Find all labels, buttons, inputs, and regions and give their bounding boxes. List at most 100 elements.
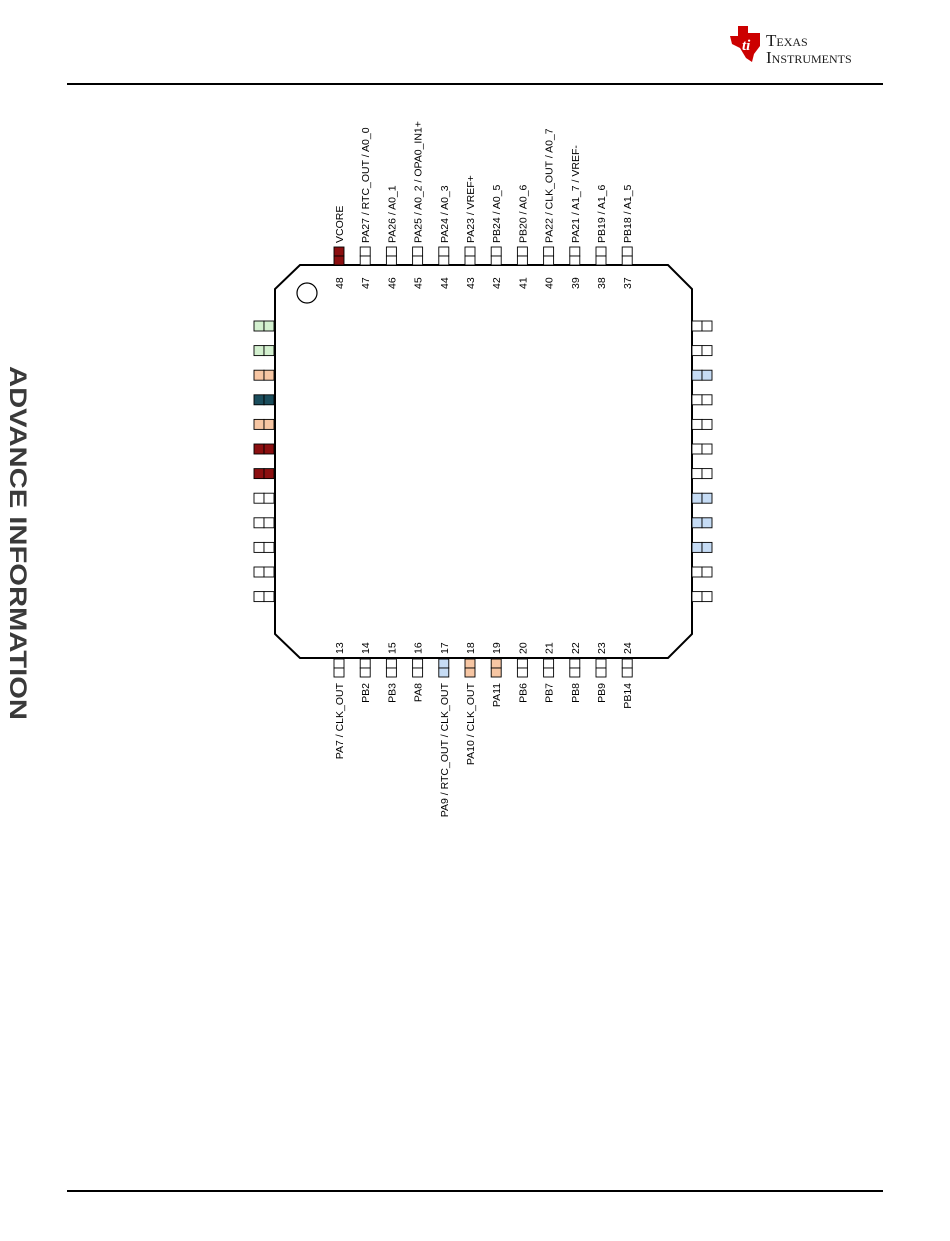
pin-number-20: 20 [517,642,529,654]
pin-23 [595,658,607,678]
left-pin-8 [253,492,275,504]
pin-13 [333,658,345,678]
pin-number-42: 42 [491,277,503,289]
pin-number-14: 14 [360,642,372,654]
pin-18 [464,658,476,678]
pin-40 [543,246,555,266]
pin1-marker-icon [296,282,318,304]
pin-number-38: 38 [596,277,608,289]
right-pin-7 [691,468,713,480]
left-pin-9 [253,517,275,529]
pin-16 [412,658,424,678]
pin-number-44: 44 [439,277,451,289]
right-pin-12 [691,591,713,603]
right-pin-10 [691,541,713,553]
advance-information-watermark: ADVANCE INFORMATION [6,366,32,722]
pin-label-37: PB18 / A1_5 [622,184,634,243]
right-pin-5 [691,418,713,430]
pin-number-46: 46 [386,277,398,289]
pin-number-24: 24 [622,642,634,654]
left-pin-11 [253,566,275,578]
right-pin-6 [691,443,713,455]
texas-instruments-logo: ti Texas Instruments [724,24,889,66]
pin-19 [490,658,502,678]
right-pin-3 [691,369,713,381]
pin-label-15: PB3 [386,683,398,703]
pin-20 [516,658,528,678]
pin-number-41: 41 [517,277,529,289]
watermark-text: ADVANCE INFORMATION [6,366,31,720]
pin-number-40: 40 [544,277,556,289]
pin-label-47: PA27 / RTC_OUT / A0_0 [360,127,372,243]
pin-38 [595,246,607,266]
left-pin-2 [253,345,275,357]
pin-label-43: PA23 / VREF+ [465,175,477,243]
pin-45 [412,246,424,266]
pin-15 [385,658,397,678]
pin-number-16: 16 [413,642,425,654]
left-pin-4 [253,394,275,406]
pin-number-19: 19 [491,642,503,654]
pin-label-44: PA24 / A0_3 [439,185,451,243]
footer-rule [67,1190,883,1192]
pin-label-13: PA7 / CLK_OUT [334,682,346,759]
pin-label-41: PB20 / A0_6 [517,184,529,243]
pin-label-22: PB8 [570,683,582,703]
pin-label-40: PA22 / CLK_OUT / A0_7 [544,128,556,243]
left-pin-5 [253,418,275,430]
right-pin-11 [691,566,713,578]
pin-label-23: PB9 [596,683,608,703]
pin-label-38: PB19 / A1_6 [596,184,608,243]
pin-46 [385,246,397,266]
pin-number-23: 23 [596,642,608,654]
package-body [274,264,693,659]
pin-label-45: PA25 / A0_2 / OPA0_IN1+ [413,121,425,243]
svg-text:ti: ti [742,38,751,54]
pin-label-46: PA26 / A0_1 [386,185,398,243]
left-pin-3 [253,369,275,381]
pin-number-21: 21 [544,642,556,654]
right-pin-8 [691,492,713,504]
pin-number-17: 17 [439,642,451,654]
pin-number-48: 48 [334,277,346,289]
pin-number-15: 15 [386,642,398,654]
pin-24 [621,658,633,678]
pin-43 [464,246,476,266]
left-pin-7 [253,468,275,480]
pin-number-13: 13 [334,642,346,654]
pin-48 [333,246,345,266]
left-pin-12 [253,591,275,603]
right-pin-1 [691,320,713,332]
pin-39 [569,246,581,266]
pin-label-14: PB2 [360,683,372,703]
header-rule [67,83,883,85]
logo-line1: Texas [766,31,808,50]
pin-label-17: PA9 / RTC_OUT / CLK_OUT [439,682,451,817]
right-pin-9 [691,517,713,529]
pin-44 [438,246,450,266]
pin-17 [438,658,450,678]
pin-22 [569,658,581,678]
pin-number-45: 45 [413,277,425,289]
pin-label-21: PB7 [544,683,556,703]
pin-number-22: 22 [570,642,582,654]
left-pin-10 [253,541,275,553]
pin-number-47: 47 [360,277,372,289]
pin-41 [516,246,528,266]
pin-label-42: PB24 / A0_5 [491,184,503,243]
logo-line2: Instruments [766,48,852,66]
right-pin-4 [691,394,713,406]
pin-number-43: 43 [465,277,477,289]
left-pin-1 [253,320,275,332]
pin-14 [359,658,371,678]
right-pin-2 [691,345,713,357]
pin-label-19: PA11 [491,683,503,707]
pin-37 [621,246,633,266]
left-pin-6 [253,443,275,455]
pin-label-39: PA21 / A1_7 / VREF- [570,145,582,243]
pin-label-16: PA8 [413,683,425,702]
pin-label-18: PA10 / CLK_OUT [465,682,477,765]
pin-number-39: 39 [570,277,582,289]
pin-47 [359,246,371,266]
